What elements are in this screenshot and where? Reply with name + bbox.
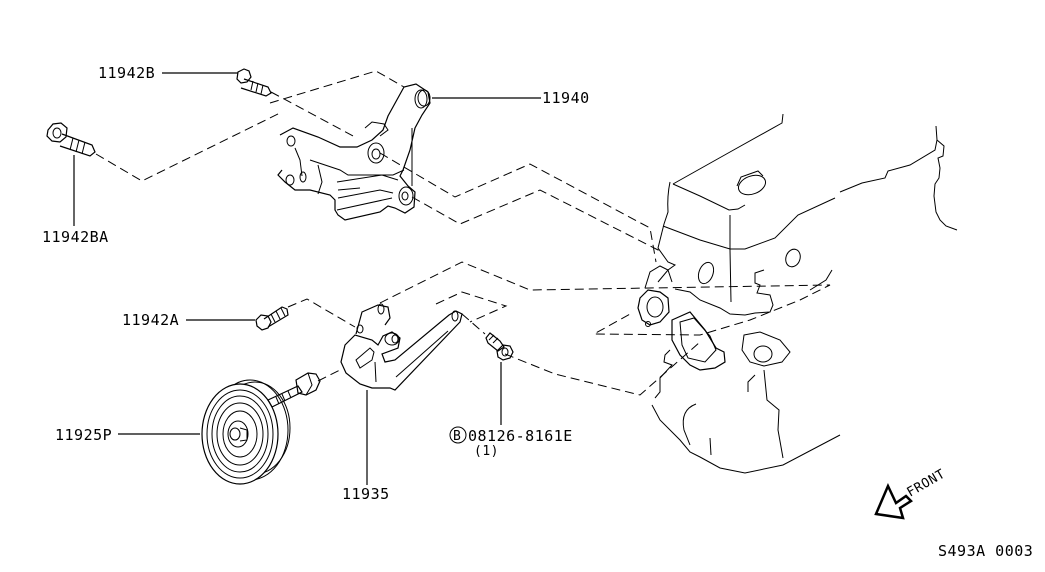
label-11942B[interactable]: 11942B [98, 64, 155, 82]
standard-bolt-number: 08126-8161E [468, 427, 573, 445]
bolt-11942B [236, 68, 272, 97]
label-08126-8161E[interactable]: B 08126-8161E (1) [449, 426, 573, 459]
label-11942BA[interactable]: 11942BA [42, 228, 109, 246]
bolt-08126-8161E [485, 332, 514, 361]
standard-part-marker-icon [449, 426, 467, 444]
standard-part-marker: B [453, 429, 461, 444]
pulley-11925P [201, 372, 321, 485]
assembly-lines [95, 70, 831, 396]
figure-code: S493A 0003 [938, 542, 1033, 560]
bracket-11940 [277, 83, 431, 221]
bolt-11942BA [46, 122, 96, 157]
engine-block [637, 113, 958, 474]
standard-bolt-quantity: (1) [474, 444, 499, 459]
front-indicator: FRONT [874, 467, 949, 520]
bolt-11942A [255, 306, 289, 331]
label-11942A[interactable]: 11942A [122, 311, 179, 329]
front-label: FRONT [905, 467, 949, 501]
leader-lines [73, 72, 541, 485]
bracket-11935 [340, 303, 463, 391]
label-11935[interactable]: 11935 [342, 485, 390, 503]
label-11925P[interactable]: 11925P [55, 426, 112, 444]
front-arrow-icon [874, 482, 913, 520]
label-11940[interactable]: 11940 [542, 89, 590, 107]
